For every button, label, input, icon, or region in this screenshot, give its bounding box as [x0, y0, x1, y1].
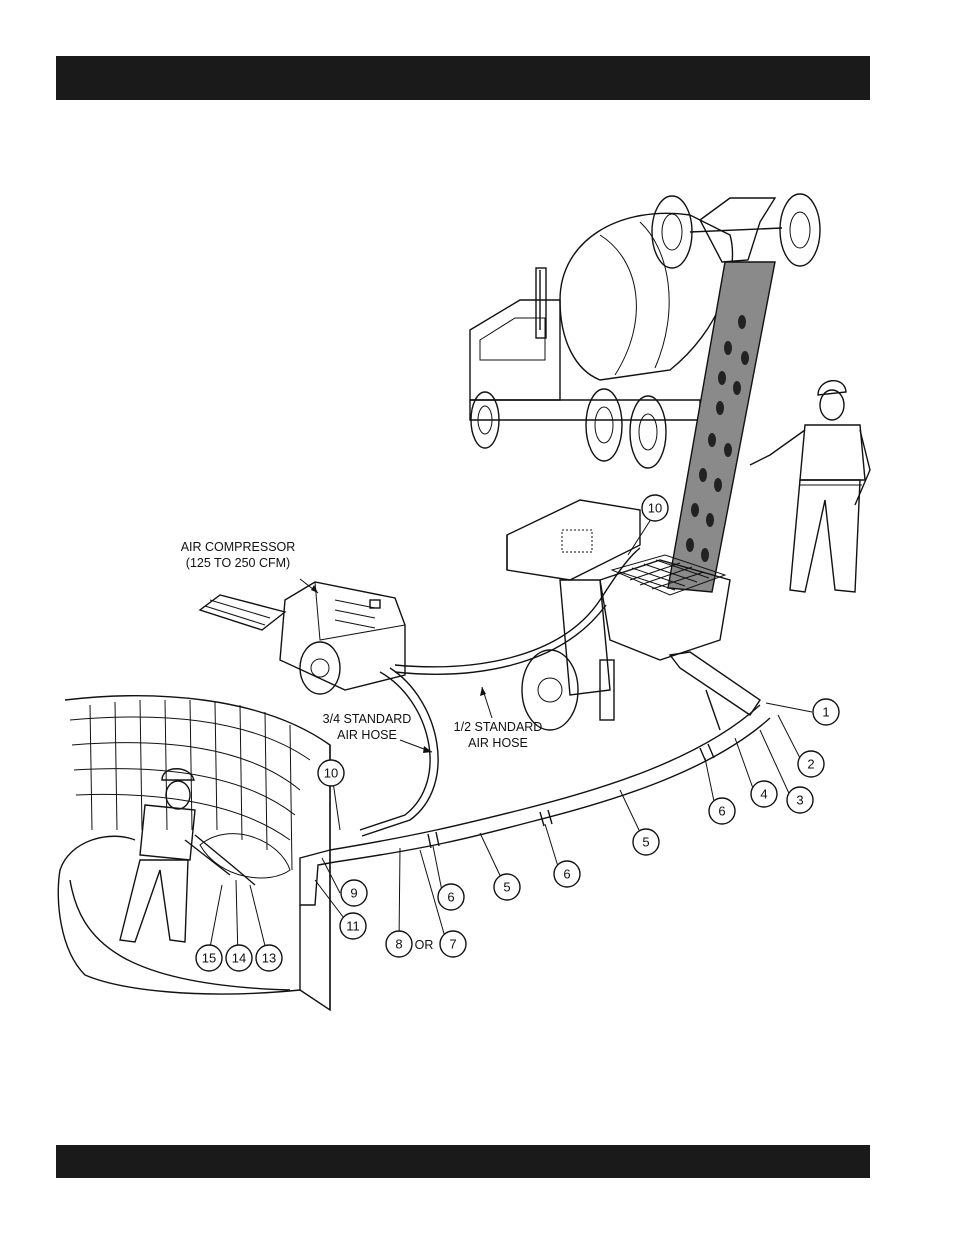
half-inch-air-hose — [395, 548, 640, 667]
air-compressor-label-line1: AIR COMPRESSOR — [181, 540, 296, 554]
callout-15-number: 15 — [202, 951, 216, 966]
callout-5-a-number: 5 — [642, 835, 649, 850]
callout-3-number: 3 — [796, 793, 803, 808]
callout-5-b-number: 5 — [503, 880, 510, 895]
concrete-chute — [668, 262, 775, 592]
callout-10-b-number: 10 — [648, 501, 662, 516]
callout-3: 3 — [787, 787, 813, 813]
callout-7-number: 7 — [449, 937, 456, 952]
callout-9-number: 9 — [350, 886, 357, 901]
callout-5-a: 5 — [633, 829, 659, 855]
pool-area — [58, 696, 330, 1010]
callout-6-b-number: 6 — [563, 867, 570, 882]
air-hose-12-label-line1: 1/2 STANDARD — [454, 720, 543, 734]
callout-13: 13 — [256, 945, 282, 971]
callout-6-c: 6 — [438, 884, 464, 910]
callout-1-number: 1 — [822, 705, 829, 720]
air-compressor-label-line2: (125 TO 250 CFM) — [186, 556, 290, 570]
air-hose-12-label-line2: AIR HOSE — [468, 736, 528, 750]
callout-6-c-number: 6 — [447, 890, 454, 905]
callout-2: 2 — [798, 751, 824, 777]
callout-5-b: 5 — [494, 874, 520, 900]
callout-10-a-number: 10 — [324, 766, 338, 781]
concrete-mixer-truck — [470, 194, 820, 468]
callout-9: 9 — [341, 880, 367, 906]
air-hose-34-label-line1: 3/4 STANDARD — [323, 712, 412, 726]
callout-8: 8 — [386, 931, 412, 957]
callout-4: 4 — [751, 781, 777, 807]
callout-11: 11 — [340, 913, 366, 939]
three-quarter-inch-air-hose — [360, 672, 430, 830]
callout-14-number: 14 — [232, 951, 246, 966]
callout-1: 1 — [813, 699, 839, 725]
worker-at-chute — [750, 381, 870, 592]
callout-15: 15 — [196, 945, 222, 971]
callout-10-b: 10 — [642, 495, 668, 521]
or-text: OR — [415, 938, 434, 952]
callout-13-number: 13 — [262, 951, 276, 966]
callout-7: 7 — [440, 931, 466, 957]
callout-8-number: 8 — [395, 937, 402, 952]
air-hose-34-label-line2: AIR HOSE — [337, 728, 397, 742]
air-compressor — [200, 582, 405, 694]
callout-6-b: 6 — [554, 861, 580, 887]
callout-6-a-number: 6 — [718, 804, 725, 819]
callout-10-a: 10 — [318, 760, 344, 786]
callout-6-a: 6 — [709, 798, 735, 824]
callout-2-number: 2 — [807, 757, 814, 772]
callout-14: 14 — [226, 945, 252, 971]
callout-11-number: 11 — [346, 919, 360, 934]
callout-4-number: 4 — [760, 787, 767, 802]
